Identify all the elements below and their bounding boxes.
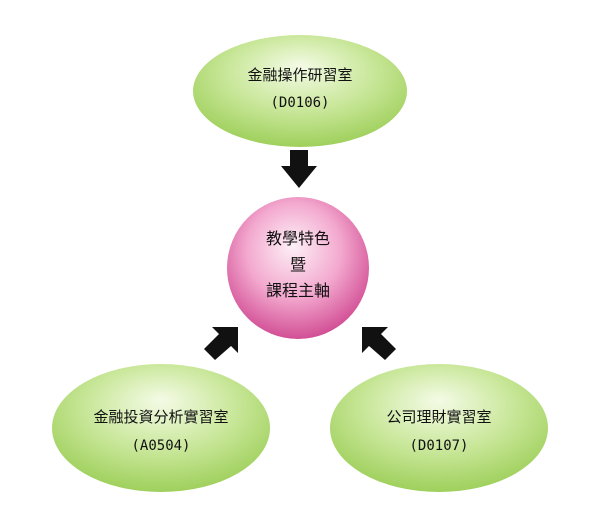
node-top-ellipse (193, 35, 407, 147)
node-top-code: (D0106) (270, 95, 329, 111)
arrow-up-right-icon (204, 327, 238, 360)
center-sphere (227, 197, 369, 339)
node-top-name: 金融操作研習室 (247, 66, 352, 84)
arrow-up-left-icon (362, 327, 396, 360)
node-left-ellipse (52, 364, 270, 492)
node-left-code: (A0504) (131, 438, 190, 454)
arrow-down-icon (281, 150, 317, 188)
node-right: 公司理財實習室 (D0107) (330, 364, 548, 492)
center-node: 教學特色 暨 課程主軸 (227, 197, 369, 339)
node-left: 金融投資分析實習室 (A0504) (52, 364, 270, 492)
node-left-name: 金融投資分析實習室 (93, 408, 228, 426)
node-top: 金融操作研習室 (D0106) (193, 35, 407, 147)
center-line-1: 教學特色 (266, 229, 330, 248)
center-line-2: 暨 (290, 255, 306, 274)
center-line-3: 課程主軸 (266, 281, 330, 300)
node-right-name: 公司理財實習室 (386, 408, 491, 426)
node-right-ellipse (330, 364, 548, 492)
node-right-code: (D0107) (409, 438, 468, 454)
